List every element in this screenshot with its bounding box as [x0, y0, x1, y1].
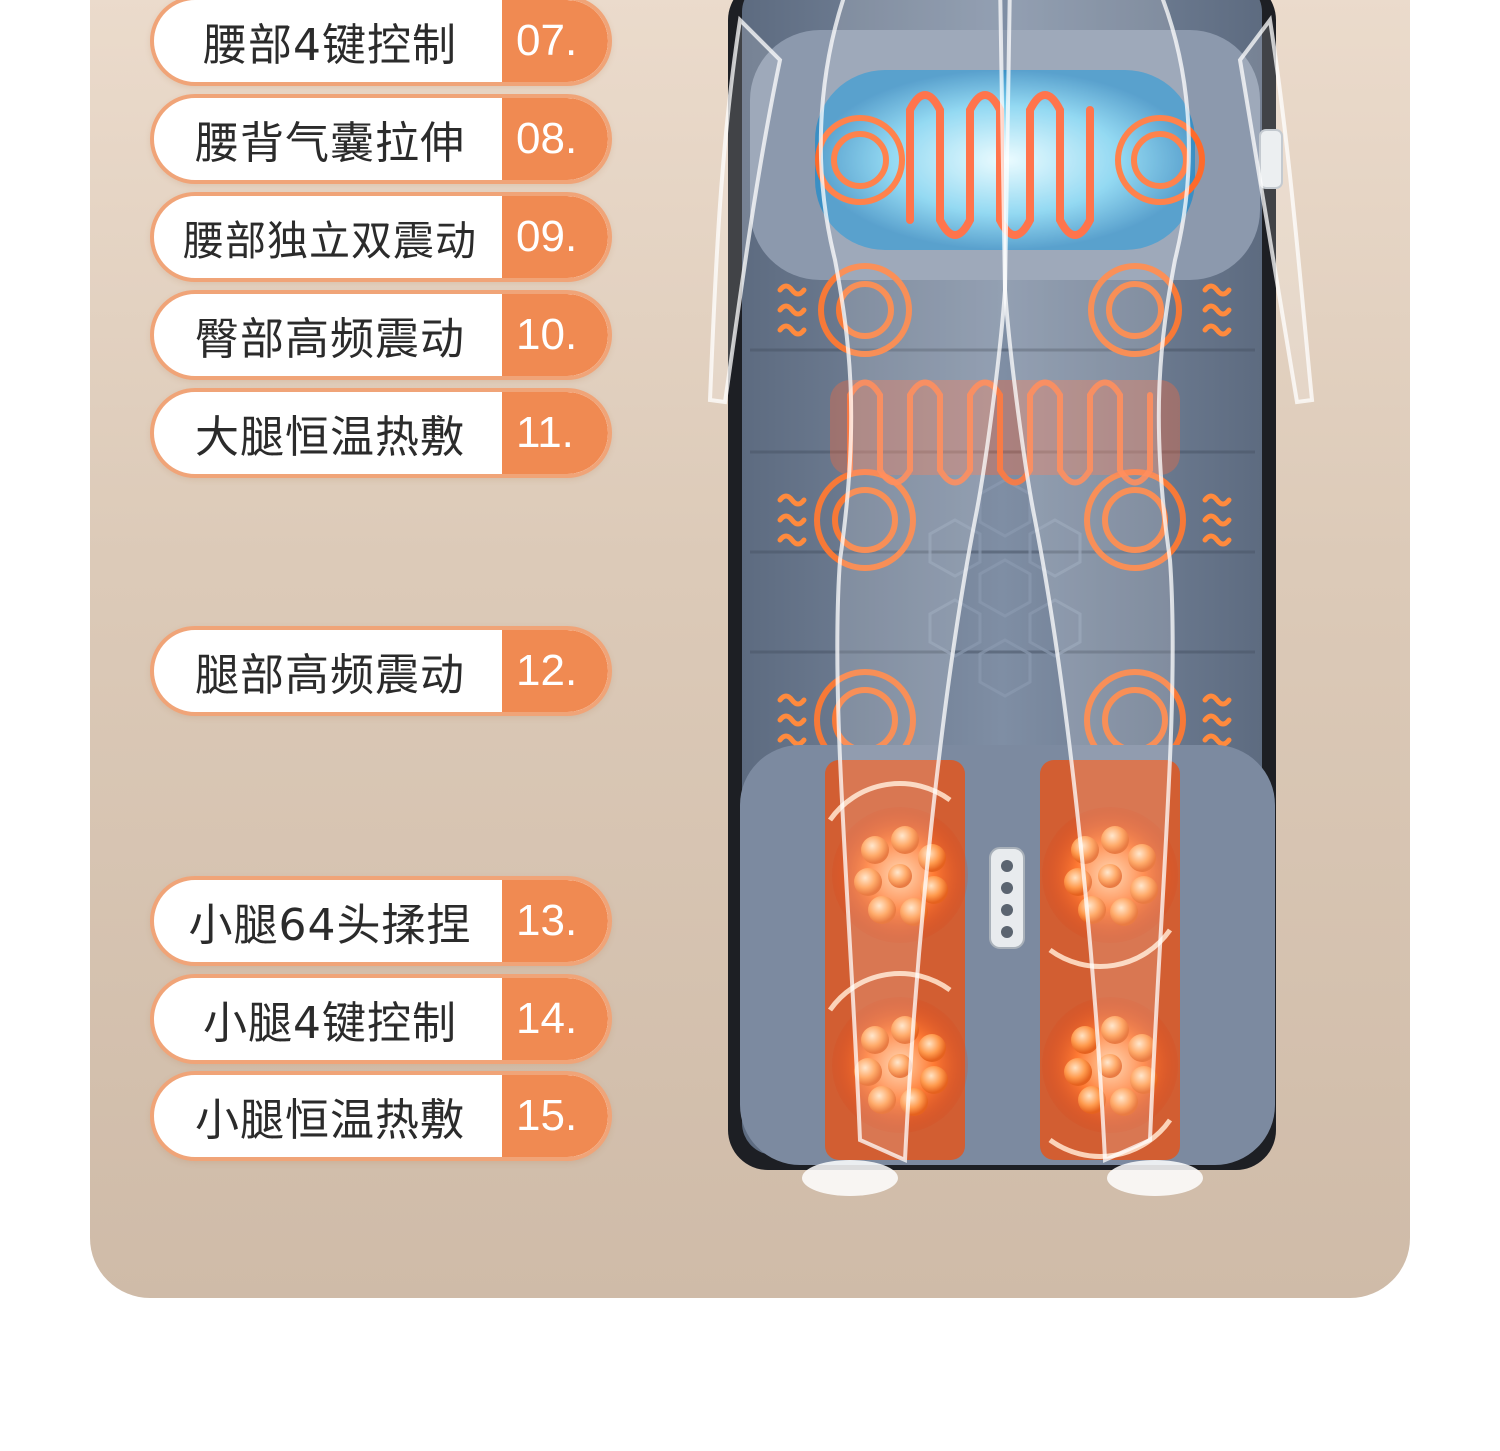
right-arm-outline: [1237, 14, 1315, 405]
feature-number: 14.: [502, 978, 608, 1060]
heating-coil: [906, 91, 1094, 239]
feature-pill-14: 小腿4键控制 14.: [150, 974, 612, 1064]
calf-massager: [740, 745, 1275, 1165]
feature-number: 15.: [502, 1075, 608, 1157]
feature-label: 小腿64头揉捏: [188, 900, 472, 951]
left-foot: [802, 1160, 898, 1196]
feature-pill-09: 腰部独立双震动 09.: [150, 192, 612, 282]
feature-label: 小腿4键控制: [203, 998, 457, 1049]
feature-pill-07: 腰部4键控制 07.: [150, 0, 612, 86]
feature-number: 09.: [502, 196, 608, 278]
kneading-heads: [832, 807, 1178, 1133]
feature-pill-10: 臀部高频震动 10.: [150, 290, 612, 380]
massage-mat-illustration: [707, 0, 1315, 1196]
feature-label: 臀部高频震动: [195, 314, 465, 365]
feature-number: 10.: [502, 294, 608, 376]
feature-pill-12: 腿部高频震动 12.: [150, 626, 612, 716]
feature-label: 腿部高频震动: [195, 650, 465, 701]
feature-number: 12.: [502, 630, 608, 712]
left-arm-outline: [707, 15, 783, 405]
right-foot: [1107, 1160, 1203, 1196]
feature-pill-11: 大腿恒温热敷 11.: [150, 388, 612, 478]
feature-label: 腰背气囊拉伸: [195, 118, 465, 169]
calf-controller: [989, 847, 1025, 949]
left-leg-outline: [818, 0, 1008, 1164]
feature-label: 腰部独立双震动: [183, 217, 477, 265]
feature-number: 11.: [502, 392, 608, 474]
feature-number: 07.: [502, 0, 608, 82]
feature-label: 小腿恒温热敷: [195, 1095, 465, 1146]
feature-pill-13: 小腿64头揉捏 13.: [150, 876, 612, 966]
feature-pill-15: 小腿恒温热敷 15.: [150, 1071, 612, 1161]
feature-number: 08.: [502, 98, 608, 180]
feature-label: 腰部4键控制: [203, 20, 457, 71]
lumbar-controller: [1259, 129, 1283, 189]
feature-pill-08: 腰背气囊拉伸 08.: [150, 94, 612, 184]
feature-label: 大腿恒温热敷: [195, 412, 465, 463]
feature-number: 13.: [502, 880, 608, 962]
right-leg-outline: [1002, 0, 1191, 1164]
